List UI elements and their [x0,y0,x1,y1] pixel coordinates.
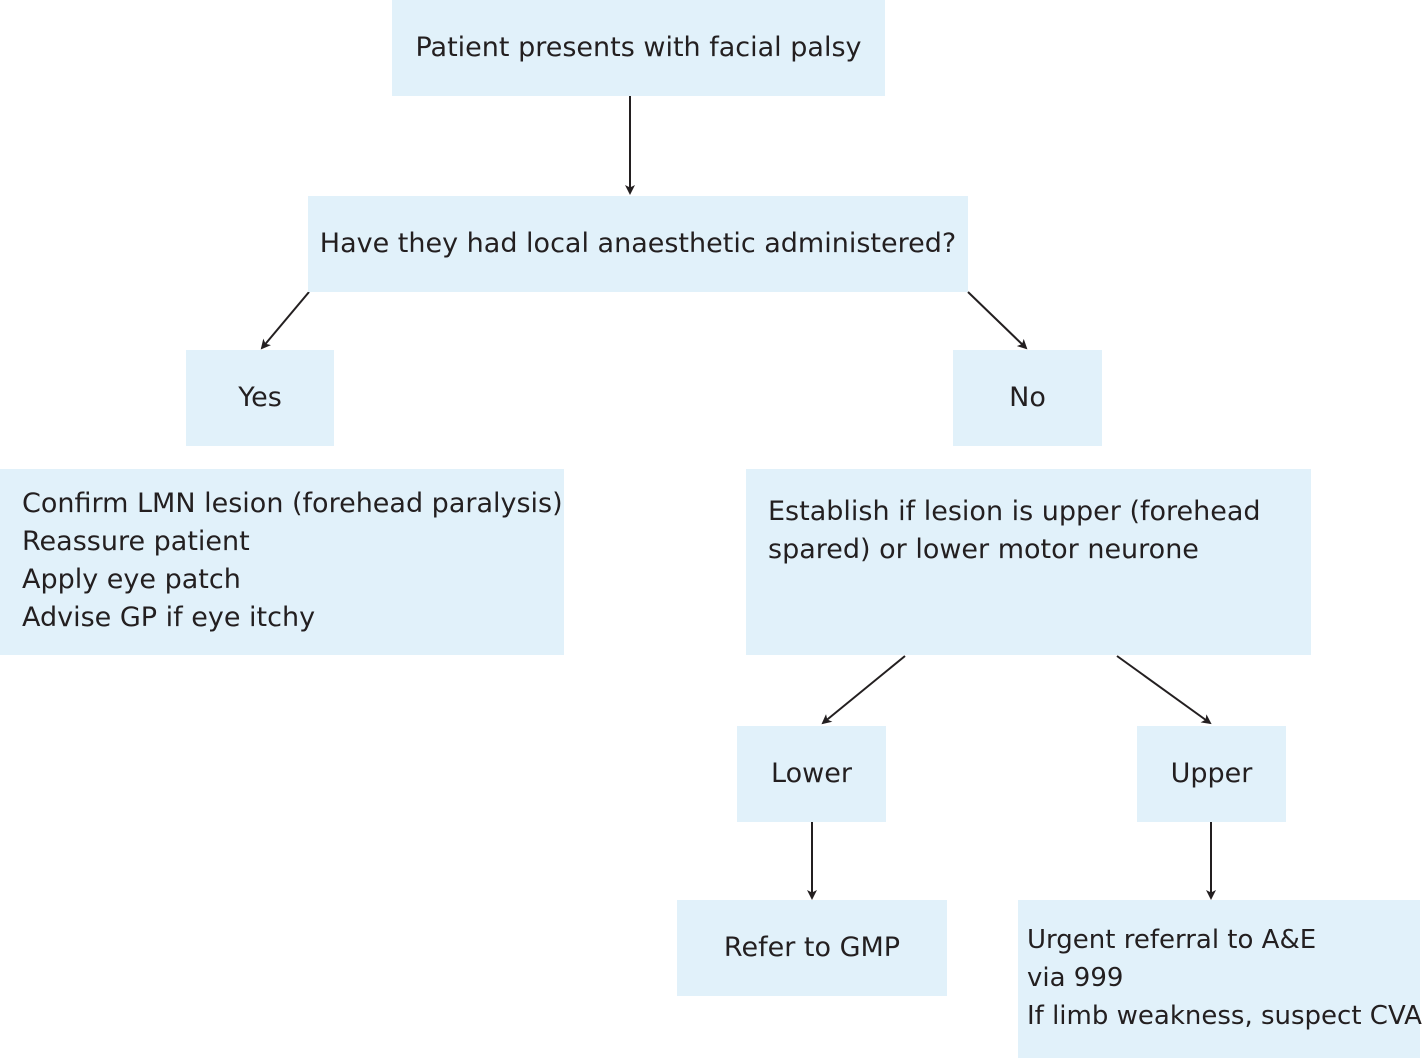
lower-node-text: Lower [771,758,852,789]
arrow-establish-to-upper [1116,655,1212,725]
refer-node-text: Refer to GMP [723,932,901,963]
no-node: No [953,350,1102,446]
yes-node: Yes [186,350,334,446]
yes-action-line: Reassure patient [22,526,250,557]
yes-node-text: Yes [238,382,282,413]
refer-node: Refer to GMP [677,900,947,996]
upper-node: Upper [1137,726,1286,822]
question-node: Have they had local anaesthetic administ… [308,196,968,292]
arrow-question-to-yes [260,291,310,350]
start-node: Patient presents with facial palsy [392,0,885,96]
urgent-node: Urgent referral to A&E via 999 If limb w… [1018,900,1422,1058]
yes-action-line: Apply eye patch [22,564,241,595]
lower-node: Lower [737,726,886,822]
start-node-text: Patient presents with facial palsy [415,32,862,63]
establish-node: Establish if lesion is upper (forehead s… [746,469,1311,655]
arrow-question-to-no [967,291,1028,350]
urgent-line: If limb weakness, suspect CVA [1027,1001,1422,1031]
yes-action-line: Confirm LMN lesion (forehead paralysis) [22,488,563,519]
urgent-line: Urgent referral to A&E [1027,925,1317,955]
yes-action-line: Advise GP if eye itchy [22,602,316,633]
question-node-text: Have they had local anaesthetic administ… [319,228,957,259]
upper-node-text: Upper [1170,758,1253,789]
yes-actions-node: Confirm LMN lesion (forehead paralysis) … [0,469,564,655]
establish-line: Establish if lesion is upper (forehead [768,496,1261,527]
arrow-establish-to-lower [821,655,906,725]
urgent-line: via 999 [1027,963,1124,993]
no-node-text: No [1009,382,1046,413]
establish-line: spared) or lower motor neurone [768,534,1199,565]
